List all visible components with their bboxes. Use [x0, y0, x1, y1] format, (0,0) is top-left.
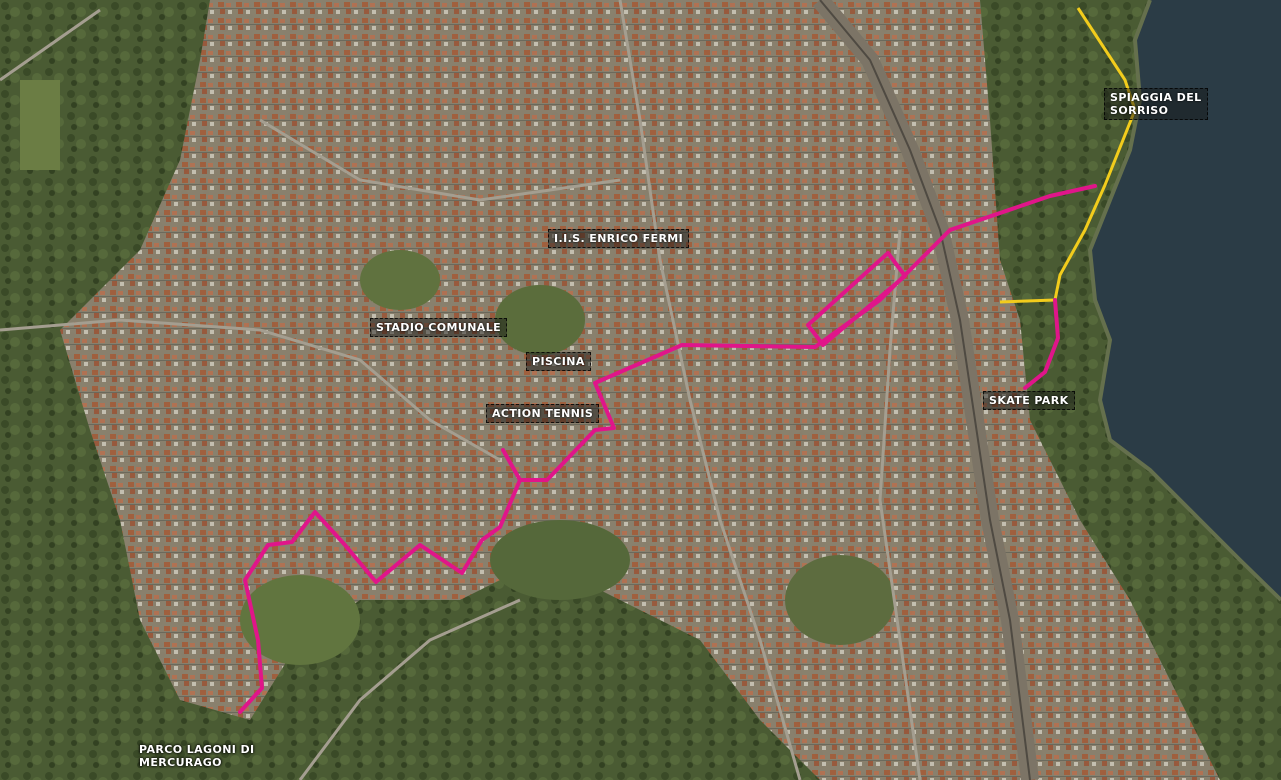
- label-spiaggia-del-sorriso: SPIAGGIA DEL SORRISO: [1104, 88, 1208, 120]
- label-text: STADIO COMUNALE: [376, 321, 502, 334]
- lake: [1090, 0, 1281, 600]
- green-patch: [240, 575, 360, 665]
- green-patch: [360, 250, 440, 310]
- label-iis-enrico-fermi: I.I.S. ENRICO FERMI: [548, 229, 690, 248]
- route-pink: [238, 184, 1097, 714]
- label-stadio-comunale: STADIO COMUNALE: [370, 318, 508, 337]
- green-patch: [495, 285, 585, 355]
- label-line: MERCURAGO: [139, 756, 222, 769]
- label-skate-park: SKATE PARK: [983, 391, 1075, 410]
- green-patch: [490, 520, 630, 600]
- label-line: PARCO LAGONI DI: [139, 743, 255, 756]
- label-line: SORRISO: [1110, 104, 1169, 117]
- label-text: PISCINA: [532, 355, 585, 368]
- lake-shore: [1087, 0, 1281, 602]
- route-lakeside: [999, 7, 1137, 304]
- route-pink-loop: [806, 251, 907, 347]
- railway-tracks: [819, 0, 1031, 780]
- label-action-tennis: ACTION TENNIS: [486, 404, 600, 423]
- label-text: ACTION TENNIS: [492, 407, 594, 420]
- label-parco-lagoni-di-mercurago: PARCO LAGONI DI MERCURAGO: [134, 741, 260, 771]
- field: [20, 80, 60, 170]
- route-pink-skate: [1023, 298, 1060, 390]
- roads: [0, 0, 922, 780]
- label-text: I.I.S. ENRICO FERMI: [554, 232, 684, 245]
- label-piscina: PISCINA: [526, 352, 591, 371]
- route-pink-spur-tennis: [501, 448, 522, 482]
- label-text: SKATE PARK: [989, 394, 1069, 407]
- green-patch: [785, 555, 895, 645]
- label-line: SPIAGGIA DEL: [1110, 91, 1202, 104]
